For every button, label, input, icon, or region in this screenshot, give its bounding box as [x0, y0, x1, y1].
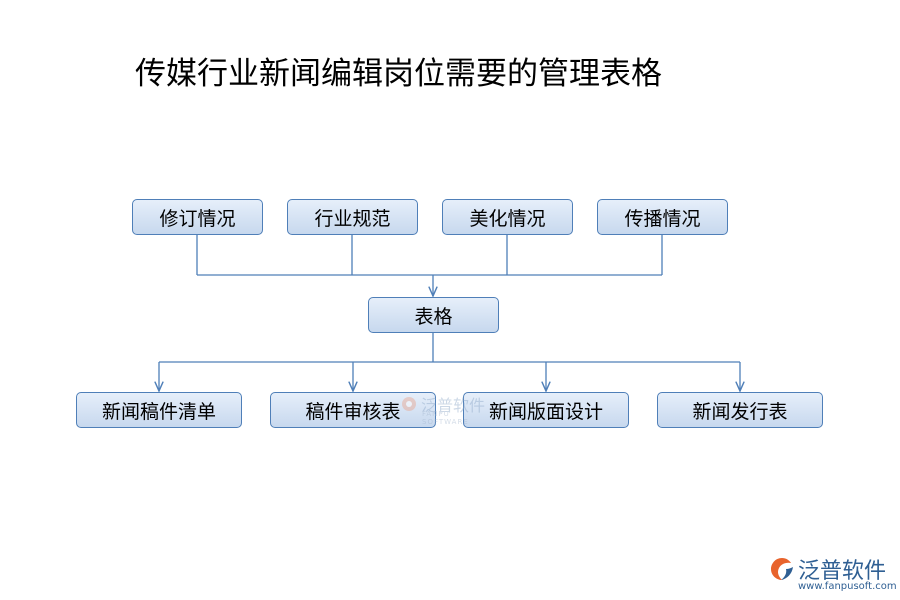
- brand-name: 泛普软件: [798, 559, 887, 584]
- watermark-subtext: FANPU SOFTWARE: [422, 410, 469, 426]
- brand-url: www.fanpusoft.com: [798, 581, 897, 592]
- node-industry-standards: 行业规范: [287, 199, 418, 235]
- node-distribution-status: 传播情况: [597, 199, 728, 235]
- brand-logo-icon: [771, 558, 793, 580]
- brand-logo: 泛普软件 www.fanpusoft.com: [768, 553, 897, 595]
- node-revision-status: 修订情况: [132, 199, 263, 235]
- node-beautification-status: 美化情况: [442, 199, 573, 235]
- node-news-layout-design: 新闻版面设计: [463, 392, 629, 428]
- node-manuscript-review-form: 稿件审核表: [270, 392, 436, 428]
- page-title: 传媒行业新闻编辑岗位需要的管理表格: [135, 56, 662, 92]
- watermark: 泛普软件 FANPU SOFTWARE: [400, 392, 486, 426]
- watermark-logo-icon: [402, 397, 416, 411]
- node-news-manuscript-list: 新闻稿件清单: [76, 392, 242, 428]
- watermark-text: 泛普软件: [421, 396, 486, 415]
- node-news-distribution-form: 新闻发行表: [657, 392, 823, 428]
- node-table: 表格: [368, 297, 499, 333]
